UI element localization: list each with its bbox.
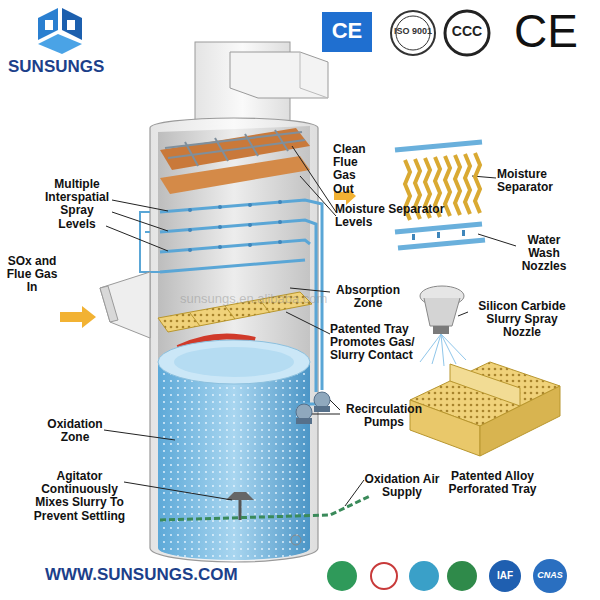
recirculation-pumps xyxy=(296,392,330,424)
logo-text: IAF xyxy=(490,570,520,581)
certification-badges xyxy=(322,11,489,55)
spray-nozzle-inset xyxy=(420,286,466,366)
drain-port xyxy=(291,535,301,545)
callout-label: Oxidation Zone xyxy=(40,418,110,444)
callout-label: Moisture Separator xyxy=(497,168,587,194)
accreditation-logos xyxy=(327,559,567,593)
callout-label: Absorption Zone xyxy=(328,284,408,310)
callout-label: Water Wash Nozzles xyxy=(514,234,574,274)
leader-lines xyxy=(104,146,516,506)
spray-nozzles xyxy=(188,200,282,252)
website-url: WWW.SUNSUNGS.COM xyxy=(45,566,305,585)
perforated-tray-inset xyxy=(410,362,560,456)
callout-label: Patented Tray Promotes Gas/ Slurry Conta… xyxy=(330,323,435,363)
callout-label: Moisture Separator Levels xyxy=(335,203,460,229)
company-logo xyxy=(38,8,82,54)
gas-in-arrow xyxy=(60,306,96,328)
logo-text: CNAS xyxy=(533,571,567,581)
callout-label: Clean Flue Gas Out xyxy=(333,143,375,196)
absorber-shell xyxy=(150,118,318,562)
cert-mark: CE xyxy=(500,6,592,57)
agitator xyxy=(226,492,254,520)
callout-label: Patented Alloy Perforated Tray xyxy=(425,470,560,496)
callout-label: SOx and Flue Gas In xyxy=(6,255,58,295)
callout-label: Recirculation Pumps xyxy=(338,403,430,429)
callout-label: Silicon Carbide Slurry Spray Nozzle xyxy=(468,300,576,340)
callout-label: Multiple Interspatial Spray Levels xyxy=(40,178,114,231)
inlet-duct xyxy=(100,272,150,338)
brand-name: SUNSUNGS xyxy=(8,58,118,77)
cert-mark: CCC xyxy=(445,24,489,39)
moisture-separators xyxy=(160,128,310,194)
moisture-separator-inset xyxy=(395,142,485,248)
watermark: sunsungs.en.alibaba.com xyxy=(180,292,380,306)
cert-mark: ISO 9001 xyxy=(391,27,435,37)
cert-mark: CE xyxy=(322,19,372,43)
callout-label: Oxidation Air Supply xyxy=(362,473,442,499)
inlet-duct-face xyxy=(100,286,118,322)
air-header xyxy=(160,496,370,520)
slurry-tank xyxy=(158,340,310,560)
callout-label: Agitator Continuously Mixes Slurry To Pr… xyxy=(32,470,127,523)
